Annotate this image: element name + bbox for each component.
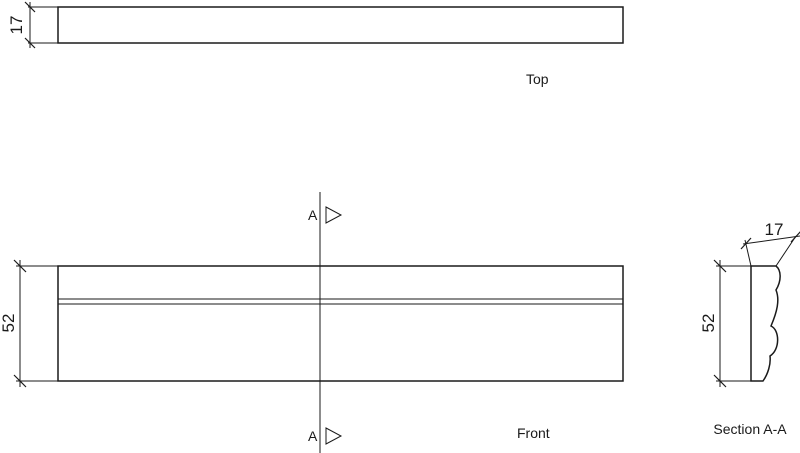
top-thickness-value: 17 [7, 16, 26, 35]
front-view-outline [57, 265, 624, 382]
section-marker-lower: A [308, 428, 318, 444]
section-line: A A [308, 192, 343, 453]
front-height-dimension: 52 [0, 259, 58, 388]
front-height-value: 52 [0, 314, 18, 333]
top-thickness-dimension: 17 [7, 1, 58, 49]
section-thickness-dimension: 17 [740, 220, 800, 267]
top-view-label: Top [526, 71, 549, 87]
front-view-label: Front [517, 425, 550, 441]
section-height-value: 52 [699, 314, 718, 333]
section-view-label: Section A-A [713, 421, 787, 437]
section-profile [750, 265, 781, 382]
top-view: 17 Top [7, 1, 624, 87]
section-arrow-lower [325, 427, 343, 445]
front-view: 52 Front [0, 259, 624, 441]
section-arrow-upper [325, 206, 343, 224]
top-view-outline [57, 6, 624, 44]
section-marker-upper: A [308, 207, 318, 223]
section-thickness-value: 17 [765, 220, 784, 239]
section-height-dimension: 52 [699, 259, 751, 388]
section-view: 17 52 Section A-A [699, 220, 800, 437]
